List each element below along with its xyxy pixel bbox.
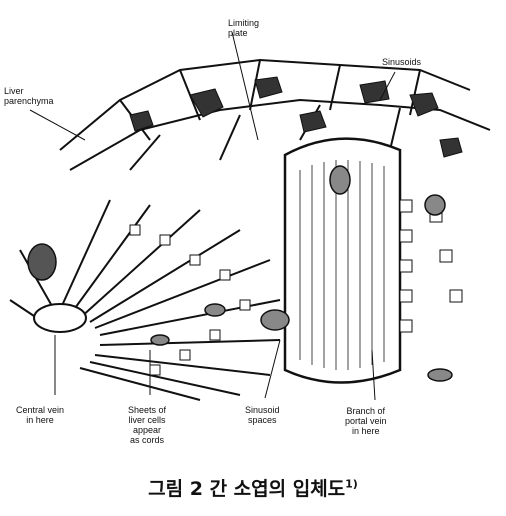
sinusoid-space-blobs — [150, 165, 453, 382]
cord-cells — [129, 199, 463, 376]
sinusoid-network — [59, 58, 491, 171]
label-liver-parenchyma: Liver parenchyma — [4, 86, 54, 106]
caption-text: 그림 2 간 소엽의 입체도 — [148, 478, 346, 500]
label-central-vein: Central vein in here — [16, 405, 65, 425]
label-limiting-plate: Limiting plate — [228, 18, 260, 38]
sinusoid-cells — [129, 76, 463, 158]
label-sheets-of-liver-cells: Sheets of liver cells appear as cords — [128, 405, 167, 445]
label-portal-vein: Branch of portal vein in here — [345, 406, 387, 436]
central-vein — [27, 243, 87, 333]
figure-caption: 그림 2 간 소엽의 입체도1) — [0, 474, 506, 501]
leader-lines — [29, 31, 396, 401]
portal-vein — [283, 137, 402, 384]
label-sinusoid-spaces: Sinusoid spaces — [245, 405, 280, 425]
label-sinusoids: Sinusoids — [382, 57, 422, 67]
caption-reference: 1) — [345, 477, 358, 491]
